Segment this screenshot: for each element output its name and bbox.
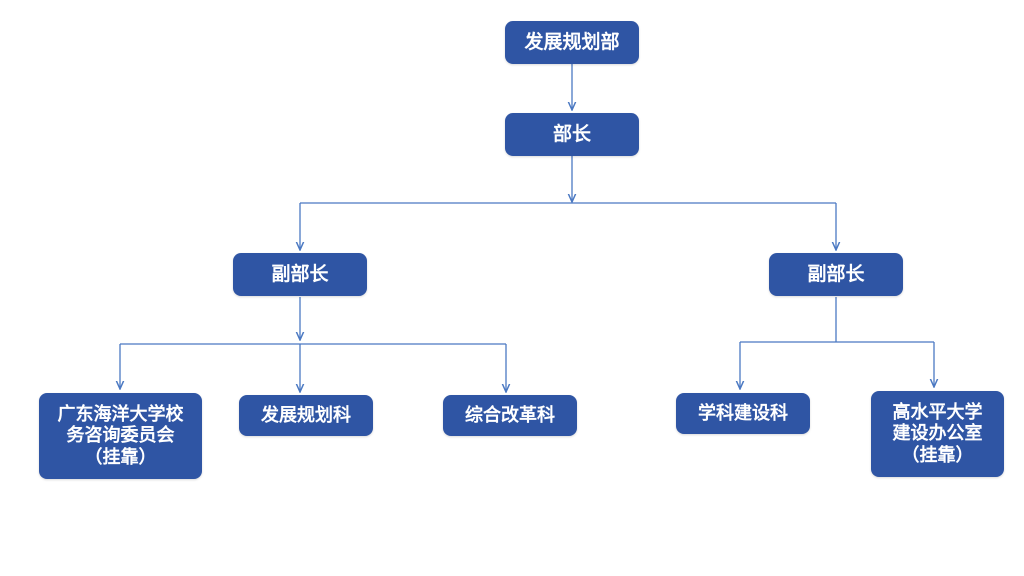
node-label: 综合改革科	[465, 404, 555, 426]
node-label: 广东海洋大学校 务咨询委员会 （挂靠）	[57, 404, 184, 468]
node-discipline-section: 学科建设科	[676, 393, 810, 434]
node-deputy-director-left: 副部长	[233, 253, 367, 296]
node-deputy-director-right: 副部长	[769, 253, 903, 296]
node-label: 部长	[552, 123, 591, 146]
node-development-planning-dept: 发展规划部	[505, 21, 639, 64]
node-label: 副部长	[271, 263, 329, 286]
node-label: 发展规划科	[261, 404, 351, 426]
node-label: 学科建设科	[698, 402, 788, 424]
node-high-level-university-office: 高水平大学 建设办公室 （挂靠）	[871, 391, 1004, 477]
node-label: 副部长	[807, 263, 865, 286]
node-reform-section: 综合改革科	[443, 395, 577, 436]
node-label: 高水平大学 建设办公室 （挂靠）	[892, 402, 983, 466]
node-label: 发展规划部	[524, 31, 620, 54]
node-advisory-committee: 广东海洋大学校 务咨询委员会 （挂靠）	[39, 393, 202, 479]
node-planning-section: 发展规划科	[239, 395, 373, 436]
node-director: 部长	[505, 113, 639, 156]
